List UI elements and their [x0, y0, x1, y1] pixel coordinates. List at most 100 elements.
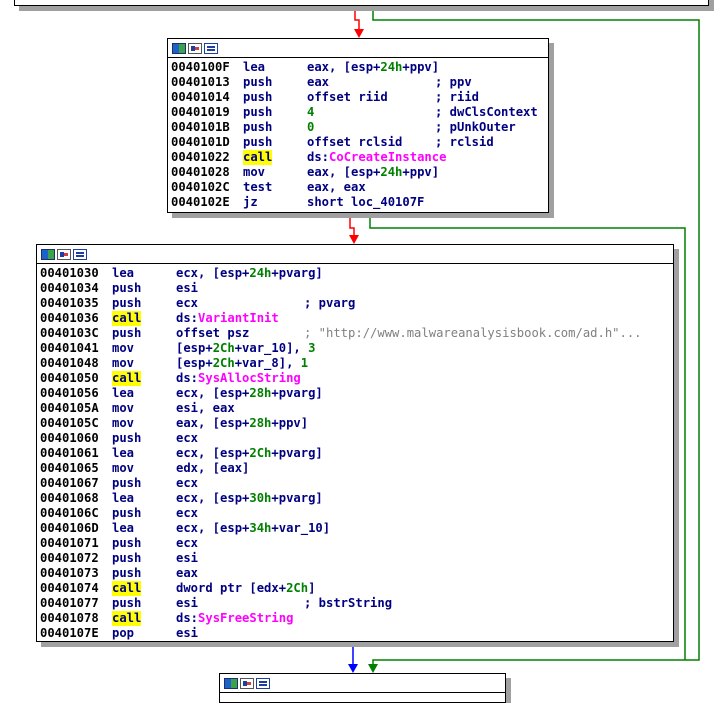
operand-part: esi	[176, 596, 199, 610]
instruction-operands: ecx	[176, 296, 198, 311]
operand-part: esi	[176, 281, 199, 295]
instruction-mnemonic: lea	[112, 491, 135, 505]
graph-overview-icon[interactable]	[204, 42, 218, 54]
rename-icon[interactable]	[188, 42, 202, 54]
instruction-mnemonic: mov	[112, 356, 135, 370]
instruction-comment: ; ppv	[435, 75, 472, 90]
operand-part: eax, [esp+	[307, 165, 381, 179]
operand-part: [esp+	[176, 341, 213, 355]
node-color-icon[interactable]	[41, 248, 55, 260]
instruction-address: 00401078	[40, 611, 99, 625]
instruction-operands: ecx	[176, 431, 198, 446]
operand-part: dword ptr [edx+	[176, 581, 287, 595]
node-color-icon[interactable]	[224, 677, 238, 689]
import-name[interactable]: CoCreateInstance	[329, 150, 447, 164]
import-name[interactable]: SysFreeString	[198, 611, 294, 625]
instruction-comment: ; riid	[435, 90, 479, 105]
operand-part: 2Ch	[286, 581, 309, 595]
operand-part: +pvarg]	[271, 491, 323, 505]
operand-part: 24h	[380, 165, 403, 179]
operand-part: eax, [esp+	[176, 416, 250, 430]
instruction-operands: [esp+2Ch+var_10], 3	[176, 341, 315, 356]
operand-part: +pvarg]	[271, 386, 323, 400]
comment-text: ; bstrString	[304, 596, 393, 610]
instruction-operands: ecx	[176, 476, 198, 491]
instruction-line[interactable]: 00401030 lea ecx, [esp+24h+pvarg]	[40, 266, 673, 281]
node-color-icon[interactable]	[172, 42, 186, 54]
rename-icon[interactable]	[57, 248, 71, 260]
graph-overview-icon[interactable]	[73, 248, 87, 260]
instruction-operands: esi	[176, 596, 198, 611]
instruction-mnemonic: push	[243, 75, 273, 89]
previous-block[interactable]	[14, 0, 709, 6]
instruction-mnemonic: lea	[112, 266, 135, 280]
instruction-address: 0040100F	[171, 60, 230, 74]
instruction-address: 0040101B	[171, 120, 230, 134]
operand-part: short loc_40107F	[307, 195, 425, 209]
operand-part: +ppv]	[402, 165, 440, 179]
instruction-operands: eax, [esp+28h+ppv]	[176, 416, 308, 431]
basic-block-3[interactable]	[219, 673, 506, 703]
operand-part: 1	[300, 356, 309, 370]
instruction-operands: eax	[307, 75, 329, 90]
operand-part: ds:	[176, 371, 199, 385]
import-name[interactable]: VariantInit	[198, 311, 279, 325]
instruction-mnemonic: push	[112, 566, 142, 580]
operand-part: +var_8],	[234, 356, 301, 370]
rename-icon[interactable]	[240, 677, 254, 689]
operand-part: edx, [eax]	[176, 461, 250, 475]
operand-part: offset psz	[176, 326, 250, 340]
edge-fail	[349, 213, 355, 236]
instruction-address: 0040103C	[40, 326, 99, 340]
instruction-address: 0040106C	[40, 506, 99, 520]
instruction-mnemonic: call	[112, 581, 142, 596]
instruction-operands: eax, [esp+24h+ppv]	[307, 165, 439, 180]
instruction-mnemonic: push	[112, 536, 142, 550]
instruction-operands: esi	[176, 281, 198, 296]
graph-overview-icon[interactable]	[256, 677, 270, 689]
instruction-operands: ecx, [esp+24h+pvarg]	[176, 266, 323, 281]
instruction-address: 00401030	[40, 266, 99, 280]
instruction-mnemonic: mov	[112, 461, 135, 475]
operand-part: 2Ch	[249, 446, 272, 460]
comment-text: ; pvarg	[304, 296, 356, 310]
instruction-mnemonic: push	[243, 120, 273, 134]
import-name[interactable]: SysAllocString	[198, 371, 301, 385]
